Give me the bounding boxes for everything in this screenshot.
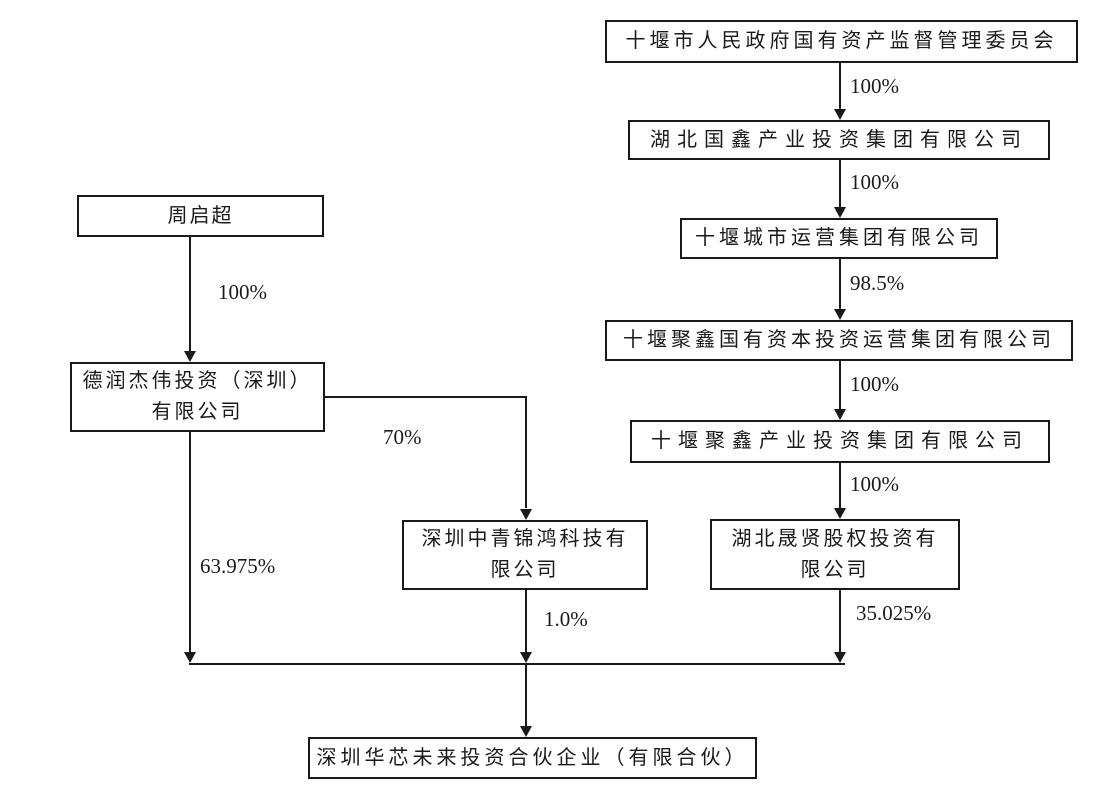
node-juxin-capital: 十堰聚鑫国有资本投资运营集团有限公司 <box>605 320 1073 361</box>
arrow-down-icon <box>834 508 846 519</box>
node-huaxin: 深圳华芯未来投资合伙企业（有限合伙） <box>308 737 757 779</box>
node-derun: 德润杰伟投资（深圳） 有限公司 <box>70 362 325 432</box>
pct-label-sasac-guoxin: 100% <box>850 74 899 98</box>
edge-sasac-guoxin-line <box>839 63 841 110</box>
collector-bus-line <box>189 663 845 665</box>
node-chengyun: 十堰城市运营集团有限公司 <box>680 218 998 259</box>
arrow-down-icon <box>834 409 846 420</box>
pct-label-derun-huaxin: 63.975% <box>200 554 276 578</box>
edge-bus-huaxin-line <box>525 665 527 726</box>
pct-label-zhongqing-huaxin: 1.0% <box>544 607 588 631</box>
edge-derun-huaxin-line <box>189 432 191 652</box>
arrow-down-icon <box>834 652 846 663</box>
edge-juxin-industry-shengxian-line <box>839 463 841 508</box>
edge-guoxin-chengyun-line <box>839 160 841 207</box>
pct-label-derun-zhongqing: 70% <box>383 425 422 449</box>
pct-label-shengxian-huaxin: 35.025% <box>856 601 932 625</box>
node-zhouqichao: 周启超 <box>77 195 324 237</box>
arrow-down-icon <box>520 652 532 663</box>
node-zhongqing: 深圳中青锦鸿科技有 限公司 <box>402 520 648 590</box>
edge-zhou-derun-line <box>189 237 191 351</box>
edge-derun-zhongqing-vline <box>525 396 527 508</box>
arrow-down-icon <box>184 351 196 362</box>
edge-shengxian-huaxin-line <box>839 590 841 652</box>
arrow-down-icon <box>184 652 196 663</box>
pct-label-juxin-capital-juxin-industry: 100% <box>850 372 899 396</box>
edge-zhongqing-huaxin-line <box>525 590 527 652</box>
edge-chengyun-juxin-capital-line <box>839 259 841 309</box>
arrow-down-icon <box>834 207 846 218</box>
node-sasac: 十堰市人民政府国有资产监督管理委员会 <box>605 20 1078 63</box>
node-shengxian: 湖北晟贤股权投资有 限公司 <box>710 519 960 590</box>
pct-label-guoxin-chengyun: 100% <box>850 170 899 194</box>
pct-label-zhou-derun: 100% <box>218 280 267 304</box>
arrow-down-icon <box>520 726 532 737</box>
pct-label-juxin-industry-shengxian: 100% <box>850 472 899 496</box>
pct-label-chengyun-juxin-capital: 98.5% <box>850 271 905 295</box>
arrow-down-icon <box>834 309 846 320</box>
arrow-down-icon <box>520 509 532 520</box>
node-guoxin: 湖北国鑫产业投资集团有限公司 <box>628 120 1050 160</box>
node-juxin-industry: 十堰聚鑫产业投资集团有限公司 <box>630 420 1050 463</box>
edge-juxin-capital-juxin-industry-line <box>839 361 841 409</box>
edge-derun-zhongqing-hline <box>325 396 527 398</box>
arrow-down-icon <box>834 109 846 120</box>
